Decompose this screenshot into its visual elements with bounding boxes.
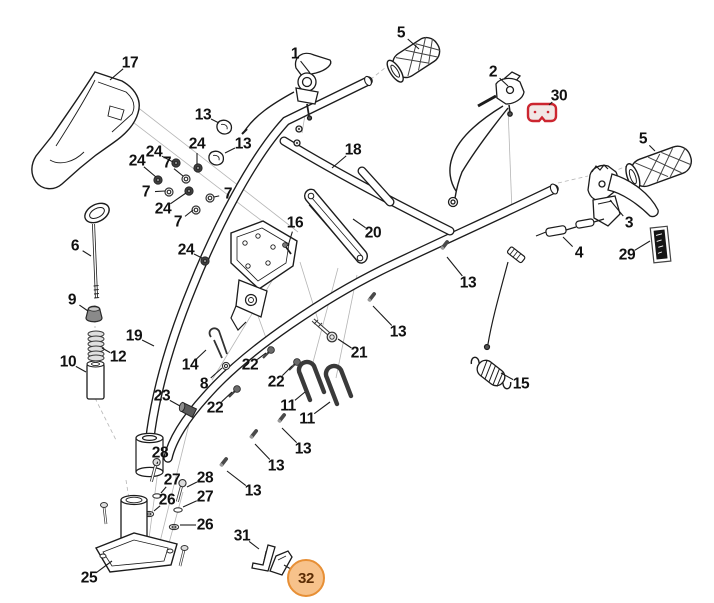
callout-14[interactable]: 14 bbox=[181, 356, 199, 374]
callout-5[interactable]: 5 bbox=[396, 24, 406, 42]
callout-13[interactable]: 13 bbox=[194, 106, 212, 124]
callout-30[interactable]: 30 bbox=[550, 87, 568, 105]
callout-26[interactable]: 26 bbox=[196, 516, 214, 534]
part-12-spring bbox=[87, 330, 105, 362]
callout-13[interactable]: 13 bbox=[294, 440, 312, 458]
callout-20[interactable]: 20 bbox=[364, 224, 382, 242]
callout-10[interactable]: 10 bbox=[59, 353, 77, 371]
part-32-bracket bbox=[269, 550, 293, 576]
callout-13[interactable]: 13 bbox=[234, 135, 252, 153]
callout-28[interactable]: 28 bbox=[151, 444, 169, 462]
nuts-24 bbox=[153, 158, 210, 266]
part-25-mount bbox=[94, 494, 189, 573]
part-20-bracket bbox=[304, 188, 368, 264]
callout-3[interactable]: 3 bbox=[624, 214, 634, 232]
washer-8 bbox=[221, 361, 231, 371]
callout-21[interactable]: 21 bbox=[350, 344, 368, 362]
bolt-21 bbox=[311, 318, 338, 343]
callout-leader-lines bbox=[75, 38, 656, 574]
callout-4[interactable]: 4 bbox=[574, 244, 584, 262]
callout-22[interactable]: 22 bbox=[206, 399, 224, 417]
callout-29[interactable]: 29 bbox=[618, 246, 636, 264]
callout-17[interactable]: 17 bbox=[121, 54, 139, 72]
callout-7[interactable]: 7 bbox=[173, 213, 183, 231]
part-15-tension-spring bbox=[470, 356, 512, 390]
callout-5[interactable]: 5 bbox=[638, 130, 648, 148]
washers-7 bbox=[164, 174, 215, 215]
callout-1[interactable]: 1 bbox=[290, 45, 300, 63]
callout-24[interactable]: 24 bbox=[145, 143, 163, 161]
callout-25[interactable]: 25 bbox=[80, 569, 98, 587]
callout-16[interactable]: 16 bbox=[286, 214, 304, 232]
part-29-label bbox=[649, 225, 672, 264]
callout-13[interactable]: 13 bbox=[267, 457, 285, 475]
part-30-clip-highlighted bbox=[526, 102, 558, 123]
callout-27[interactable]: 27 bbox=[196, 488, 214, 506]
callout-8[interactable]: 8 bbox=[199, 375, 209, 393]
part-17-cover bbox=[31, 71, 140, 190]
part-19-handlebar-tube bbox=[142, 75, 373, 467]
clip-pins-13 bbox=[208, 119, 449, 467]
part-5-grip-left bbox=[386, 36, 441, 83]
callout-6[interactable]: 6 bbox=[70, 237, 80, 255]
part-10-sleeve bbox=[86, 360, 105, 400]
callout-11[interactable]: 11 bbox=[280, 397, 296, 415]
callout-7[interactable]: 7 bbox=[141, 183, 151, 201]
callout-31[interactable]: 31 bbox=[233, 527, 251, 545]
callout-9[interactable]: 9 bbox=[67, 291, 77, 309]
bolts-28 bbox=[149, 457, 187, 502]
part-5-grip-right bbox=[625, 145, 693, 191]
part-31-bracket bbox=[251, 544, 276, 572]
part-4-cable bbox=[483, 218, 605, 351]
screws-22 bbox=[228, 346, 301, 398]
callout-26[interactable]: 26 bbox=[158, 491, 176, 509]
washers-27 bbox=[152, 493, 183, 513]
callout-13[interactable]: 13 bbox=[244, 482, 262, 500]
callout-13[interactable]: 13 bbox=[459, 274, 477, 292]
callout-28[interactable]: 28 bbox=[196, 469, 214, 487]
callout-7[interactable]: 7 bbox=[162, 154, 172, 172]
callout-15[interactable]: 15 bbox=[512, 375, 530, 393]
callout-23[interactable]: 23 bbox=[153, 387, 171, 405]
part-6-rod bbox=[84, 202, 110, 299]
part-2-lever bbox=[447, 71, 525, 208]
u-bolts-11 bbox=[296, 359, 354, 407]
clip-14 bbox=[208, 327, 228, 359]
callout-2[interactable]: 2 bbox=[488, 63, 498, 81]
callout-27[interactable]: 27 bbox=[163, 471, 181, 489]
callout-22[interactable]: 22 bbox=[241, 356, 259, 374]
callout-7[interactable]: 7 bbox=[223, 185, 233, 203]
part-9-knob bbox=[85, 305, 103, 323]
callout-19[interactable]: 19 bbox=[125, 327, 143, 345]
part-1-lever bbox=[241, 52, 332, 147]
callout-32-selected[interactable]: 32 bbox=[287, 559, 325, 597]
callout-12[interactable]: 12 bbox=[109, 348, 127, 366]
callout-24[interactable]: 24 bbox=[128, 152, 146, 170]
callout-24[interactable]: 24 bbox=[154, 200, 172, 218]
callout-18[interactable]: 18 bbox=[344, 141, 362, 159]
callout-11[interactable]: 11 bbox=[299, 410, 315, 428]
callout-24[interactable]: 24 bbox=[177, 241, 195, 259]
callout-13[interactable]: 13 bbox=[389, 323, 407, 341]
washers-26 bbox=[143, 510, 180, 531]
part-16-plate bbox=[230, 220, 298, 331]
callout-24[interactable]: 24 bbox=[188, 135, 206, 153]
callout-22[interactable]: 22 bbox=[267, 373, 285, 391]
